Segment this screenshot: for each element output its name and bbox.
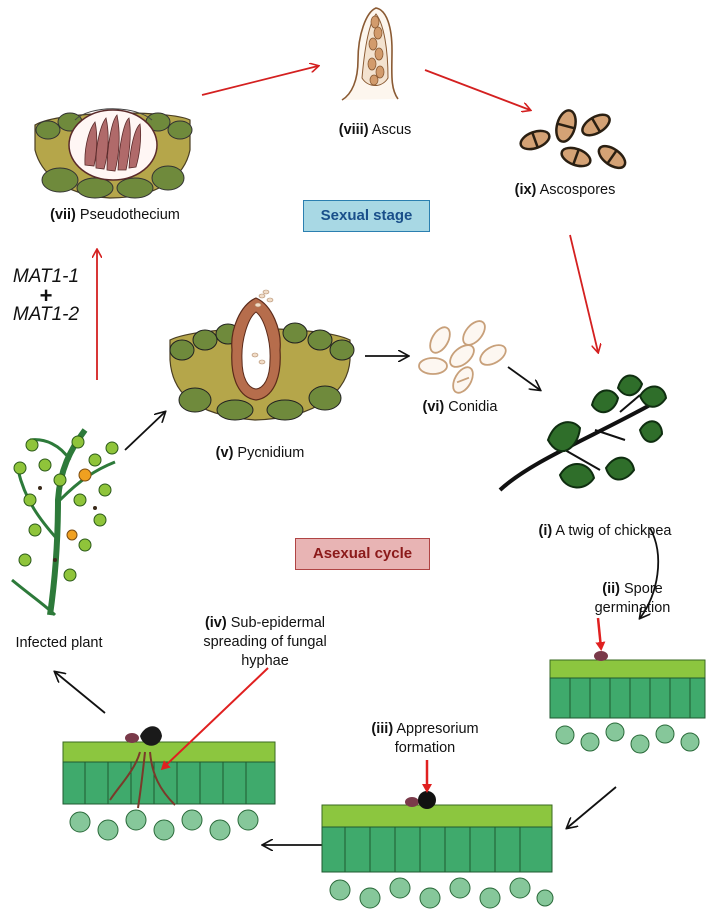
label-sub-epidermal-spreading: (iv) Sub-epidermal spreading of fungal h… [203, 615, 327, 669]
conidia-illustration [418, 320, 507, 394]
arrow-twig-to-germination [640, 527, 660, 618]
appresorium-tissue-illustration [321, 760, 554, 909]
label-spore-germination: (ii) Spore germination [594, 581, 671, 616]
arrow-conidia-to-twig [507, 366, 540, 390]
asexual-arrows [55, 356, 660, 845]
plus-sign: + [39, 283, 53, 308]
ascospores-illustration [519, 109, 627, 170]
chickpea-twig-illustration [498, 374, 668, 492]
pycnidium-illustration [169, 289, 355, 421]
label-conidia: (vi) Conidia [422, 399, 498, 415]
pseudothecium-illustration [34, 108, 193, 199]
arrow-ascospores-to-twig [569, 234, 598, 352]
asexual-cycle-text: Asexual cycle [312, 545, 413, 562]
label-pseudothecium: (vii) Pseudothecium [50, 207, 180, 223]
spreading-tissue-illustration [62, 667, 276, 841]
mat1-2-gene: MAT1-2 [12, 304, 80, 325]
label-ascospores: (ix) Ascospores [514, 182, 616, 198]
germination-tissue-illustration [549, 617, 706, 754]
sexual-stage-label: Sexual stage [303, 200, 430, 232]
sexual-stage-text: Sexual stage [320, 207, 413, 224]
mating-type-genes: MAT1-1 + MAT1-2 [10, 266, 82, 326]
label-chickpea-twig: (i) A twig of chickpea [538, 523, 672, 539]
arrow-plant-to-pycnidium [124, 412, 165, 451]
sexual-arrows [97, 66, 598, 380]
arrow-germination-to-appresorium [567, 786, 617, 828]
label-ascus: (viii) Ascus [338, 122, 412, 138]
ascus-illustration [341, 7, 399, 101]
mat1-1-gene: MAT1-1 [12, 266, 80, 287]
label-appresorium-formation: (iii) Appresorium formation [371, 721, 479, 756]
asexual-cycle-label: Asexual cycle [295, 538, 430, 570]
arrow-spreading-to-plant [55, 672, 106, 714]
pointer-arrow-germination [595, 617, 606, 651]
label-infected-plant: Infected plant [15, 635, 103, 651]
infected-plant-illustration [11, 428, 119, 617]
arrow-pseudothecium-to-ascus [201, 66, 318, 96]
label-pycnidium: (v) Pycnidium [215, 445, 305, 461]
pointer-arrow-spreading [160, 667, 269, 771]
arrow-ascus-to-ascospores [424, 69, 530, 110]
